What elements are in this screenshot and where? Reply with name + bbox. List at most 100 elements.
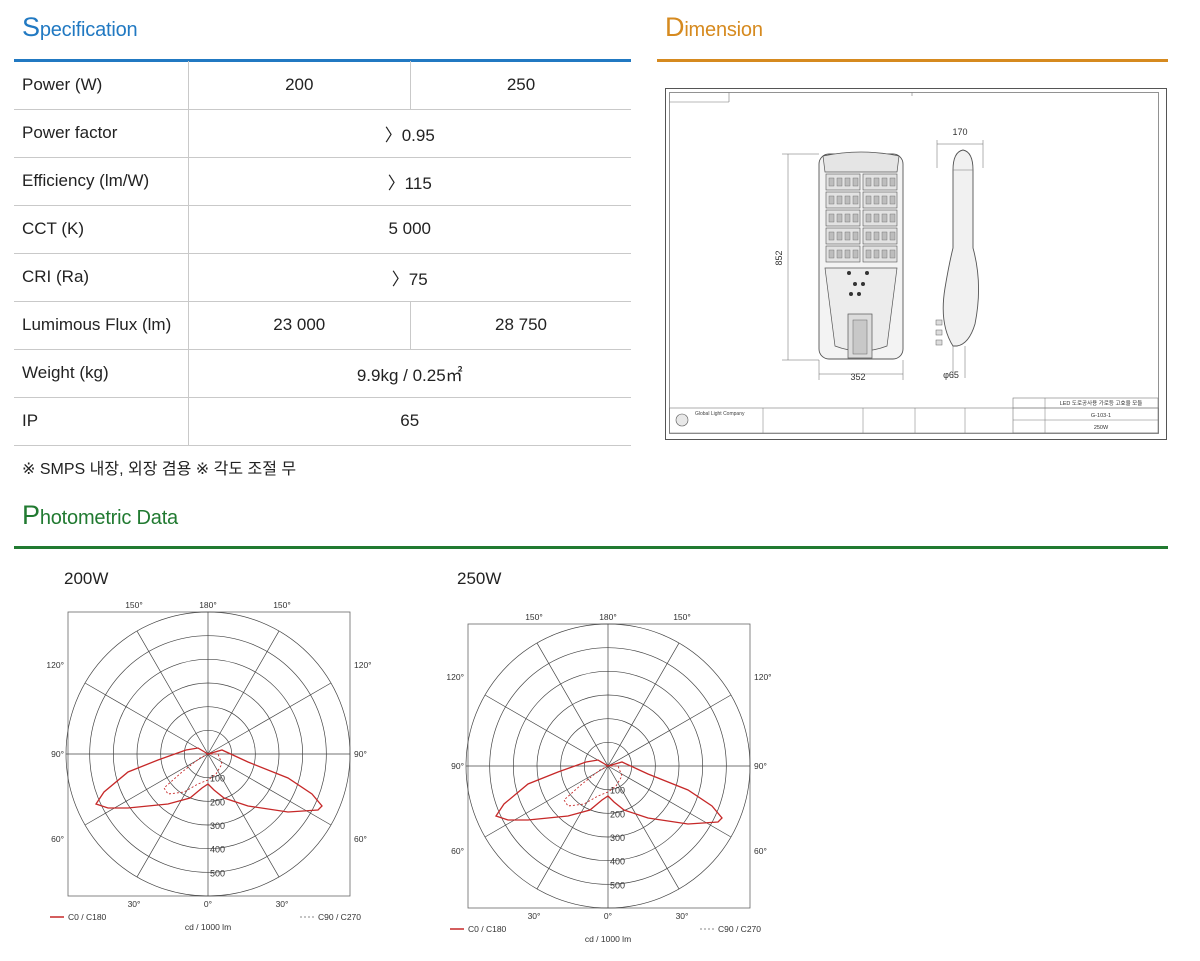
led-chip	[873, 231, 880, 241]
led-chip	[836, 213, 843, 223]
angle-tick-label: 0°	[204, 899, 212, 909]
photometric-title: Photometric Data	[22, 500, 178, 530]
grid-spoke	[207, 682, 332, 755]
led-module	[862, 173, 898, 191]
spec-label: Efficiency (lm/W)	[14, 157, 189, 206]
radial-tick-label: 100	[210, 774, 225, 784]
spec-label: CCT (K)	[14, 205, 189, 254]
led-module	[825, 227, 861, 245]
spec-value: 28 750	[410, 301, 631, 350]
chart-unit-label: cd / 1000 lm	[185, 922, 231, 932]
title-block-company: Global Light Company	[695, 411, 745, 417]
grid-spoke	[207, 753, 332, 826]
led-chip	[852, 177, 859, 187]
led-chip	[881, 213, 888, 223]
grid-spoke	[484, 765, 609, 838]
legend-c90-label: C90 / C270	[718, 924, 761, 934]
spec-row-luminous-flux: Lumimous Flux (lm) 23 000 28 750	[14, 301, 631, 350]
title-block-model: 250W	[1094, 425, 1109, 431]
spec-value: 200	[188, 61, 411, 110]
angle-tick-label: 60°	[451, 846, 464, 856]
led-chip	[828, 195, 835, 205]
spec-note: ※ SMPS 내장, 외장 겸용 ※ 각도 조절 무	[22, 461, 297, 478]
angle-tick-label: 150°	[673, 612, 691, 622]
photometric-rule	[14, 546, 1168, 549]
specification-rule	[14, 59, 631, 62]
spec-row-cct: CCT (K) 5 000	[14, 205, 631, 254]
grid-spoke	[84, 682, 209, 755]
chart-title-250w: 250W	[457, 569, 502, 588]
angle-tick-label: 90°	[354, 749, 367, 759]
led-module	[825, 209, 861, 227]
led-chip	[865, 195, 872, 205]
curve-c0-c180	[494, 759, 723, 825]
legend-c90-label: C90 / C270	[318, 912, 361, 922]
led-chip	[881, 249, 888, 259]
angle-tick-label: 90°	[51, 749, 64, 759]
spec-label: Lumimous Flux (lm)	[14, 301, 189, 350]
spec-label: IP	[14, 397, 189, 446]
spec-value: 5 000	[188, 205, 631, 254]
led-chip	[852, 231, 859, 241]
angle-tick-label: 180°	[599, 612, 617, 622]
led-module	[862, 191, 898, 209]
led-chip	[881, 195, 888, 205]
angle-tick-label: 90°	[451, 761, 464, 771]
dimension-pole-label: φ65	[943, 370, 959, 380]
grid-spoke	[607, 765, 732, 838]
chart-title-200w: 200W	[64, 569, 109, 588]
angle-tick-label: 120°	[46, 660, 64, 670]
angle-tick-label: 90°	[754, 761, 767, 771]
led-chip	[828, 231, 835, 241]
curve-c90-c270	[163, 753, 223, 795]
curve-c0-c180	[94, 747, 323, 813]
led-module	[862, 209, 898, 227]
spec-row-cri: CRI (Ra) 〉75	[14, 253, 631, 302]
led-chip	[836, 249, 843, 259]
led-chip	[873, 177, 880, 187]
grid-spoke	[136, 630, 209, 755]
led-chip	[852, 249, 859, 259]
grid-spoke	[136, 753, 209, 878]
specification-title: Specification	[22, 12, 138, 42]
front-view: 852 352	[774, 151, 904, 382]
spec-label: CRI (Ra)	[14, 253, 189, 302]
grid-spoke	[607, 694, 732, 767]
led-chip	[865, 231, 872, 241]
spec-value: 23 000	[188, 301, 411, 350]
grid-spoke	[207, 630, 280, 755]
spec-value: 9.9kg / 0.25㎡	[188, 349, 631, 398]
dimension-drawing: 852 352 170 φ65 Global Light Company LED…	[665, 88, 1167, 440]
polar-chart-250w: 100200300400500150°180°150°120°120°90°90…	[446, 612, 771, 944]
led-chip	[836, 195, 843, 205]
led-chip	[836, 231, 843, 241]
spec-value: 250	[410, 61, 631, 110]
radial-tick-label: 300	[610, 833, 625, 843]
led-chip	[836, 177, 843, 187]
side-view: 170 φ65	[935, 127, 984, 380]
angle-tick-label: 30°	[676, 911, 689, 921]
led-module	[825, 173, 861, 191]
led-chip	[844, 213, 851, 223]
led-chip	[881, 177, 888, 187]
led-module	[862, 227, 898, 245]
led-chip	[844, 249, 851, 259]
angle-tick-label: 150°	[273, 600, 291, 610]
spec-row-weight: Weight (kg) 9.9kg / 0.25㎡	[14, 349, 631, 398]
led-chip	[828, 249, 835, 259]
angle-tick-label: 60°	[754, 846, 767, 856]
led-module	[825, 191, 861, 209]
radial-tick-label: 400	[610, 857, 625, 867]
dimension-width-label: 352	[850, 372, 865, 382]
title-block: Global Light Company LED 도로공사용 가로등 고효율 모…	[669, 397, 1159, 434]
polar-chart-200w: 100200300400500150°180°150°120°120°90°90…	[46, 600, 371, 932]
led-chip	[873, 195, 880, 205]
led-module	[825, 245, 861, 263]
led-chip	[828, 177, 835, 187]
spec-row-efficiency: Efficiency (lm/W) 〉115	[14, 157, 631, 206]
spec-label: Weight (kg)	[14, 349, 189, 398]
spec-value: 〉115	[188, 157, 631, 206]
led-chip	[873, 249, 880, 259]
spec-row-power-factor: Power factor 〉0.95	[14, 109, 631, 158]
specification-table: Power (W) 200 250 Power factor 〉0.95 Eff…	[14, 61, 631, 446]
